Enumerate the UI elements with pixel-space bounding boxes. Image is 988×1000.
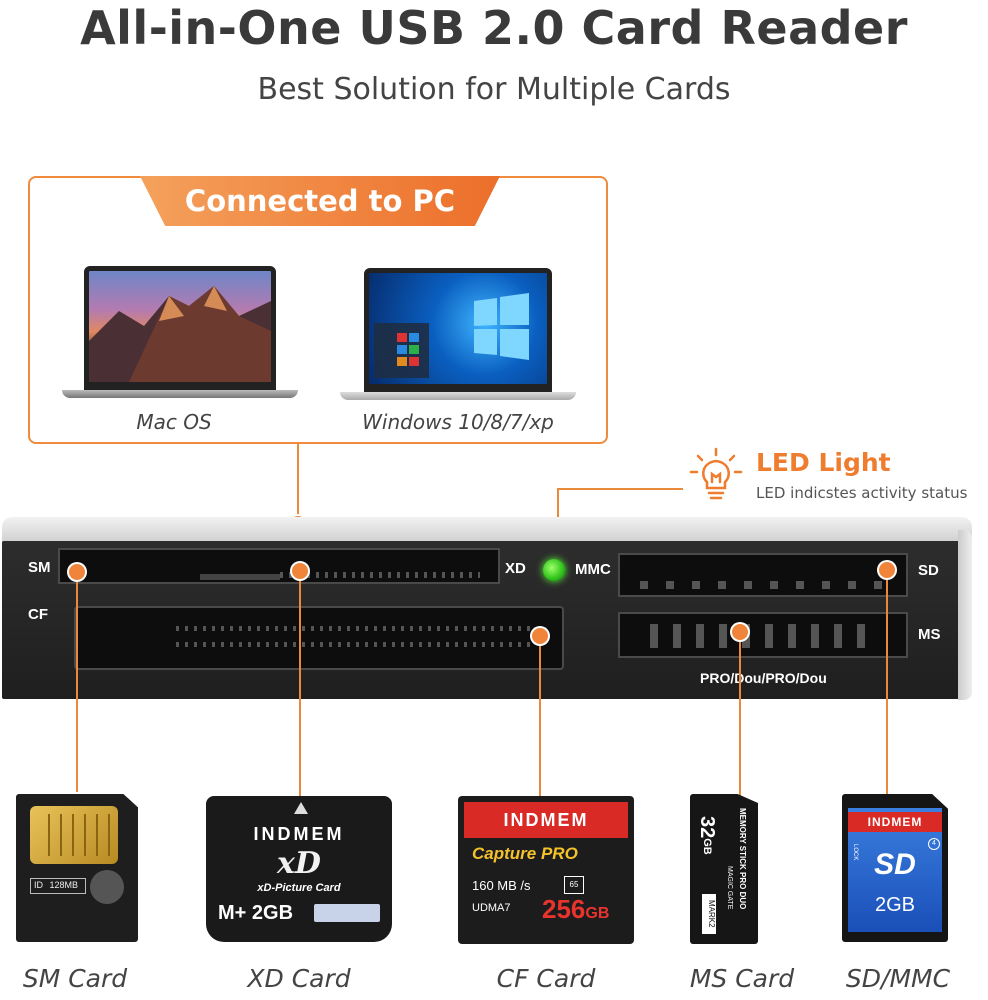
xd-callout-line	[299, 572, 301, 798]
sd-card-capacity: 2GB	[874, 894, 916, 916]
sm-callout-dot	[69, 564, 85, 580]
page-title: All-in-One USB 2.0 Card Reader	[80, 1, 908, 55]
ms-card-name: MEMORY STICK PRO DUO	[738, 808, 747, 910]
sd-slot-label: SD	[918, 562, 939, 579]
ms-types-label: PRO/Dou/PRO/Dou	[700, 670, 827, 686]
sd-slot[interactable]	[618, 553, 908, 597]
cf-card-speed: 160 MB /s	[472, 878, 531, 893]
xd-card-capacity: M+ 2GB	[218, 902, 294, 924]
pc-connector-line	[297, 444, 299, 522]
xd-card-image: INDMEM xD xD-Picture Card M+ 2GB	[206, 796, 392, 942]
card-reader-top-edge	[2, 517, 972, 543]
ms-card-capacity: 32	[696, 816, 718, 839]
windows-os-label: Windows 10/8/7/xp	[362, 410, 554, 434]
mac-screen	[84, 266, 276, 390]
sd-card-lock: LOCK	[852, 844, 858, 861]
sm-callout-line	[76, 572, 78, 792]
cf-card-capacity: 256	[542, 894, 586, 924]
cf-card-unit: GB	[585, 905, 610, 922]
mac-laptop-image	[62, 266, 298, 402]
ms-card-gate: MAGIC GATE	[726, 866, 733, 910]
xd-card-brand: INDMEM	[253, 824, 345, 844]
activity-led	[543, 559, 565, 581]
cf-callout-dot	[532, 628, 548, 644]
connected-to-pc-tab: Connected to PC	[140, 176, 500, 226]
xd-card-logo: xD	[277, 846, 321, 881]
sd-card-image: INDMEM 4 LOCK SD 2GB	[842, 794, 948, 942]
ms-card-unit: GB	[701, 838, 713, 855]
ms-slot[interactable]	[618, 612, 908, 658]
cf-slot-label: CF	[28, 606, 48, 623]
sm-card-label: SM Card	[22, 964, 128, 993]
cf-card-image: INDMEM Capture PRO 160 MB /s 65 UDMA7 25…	[458, 796, 634, 944]
sd-callout-line	[886, 570, 888, 796]
ms-card-mark: MARK2	[702, 894, 716, 934]
cf-card-series: Capture PRO	[472, 844, 578, 863]
xd-card-label: XD Card	[247, 964, 351, 993]
xd-card-name: xD-Picture Card	[257, 882, 341, 894]
cf-slot[interactable]	[74, 606, 564, 670]
cf-card-label: CF Card	[496, 964, 596, 993]
led-callout-line-v	[557, 488, 559, 542]
xd-callout-dot	[292, 563, 308, 579]
sm-card-id-text: ID	[34, 880, 43, 890]
ms-slot-label: MS	[918, 626, 941, 643]
sm-card-image: ID 128MB	[16, 794, 138, 942]
sd-card-brand: INDMEM	[867, 815, 923, 829]
cf-callout-line	[539, 636, 541, 796]
ms-callout-dot	[732, 624, 748, 640]
ms-callout-line	[739, 632, 741, 796]
led-light-title: LED Light	[756, 448, 891, 477]
sm-card-capacity-text: 128MB	[49, 880, 79, 890]
sd-card-class: 4	[928, 838, 940, 850]
sd-callout-dot	[879, 562, 895, 578]
page-subtitle: Best Solution for Multiple Cards	[257, 72, 731, 107]
led-callout-line-h	[557, 488, 683, 490]
sd-card-label: SD/MMC	[845, 964, 951, 993]
sm-xd-slot[interactable]	[58, 548, 500, 584]
cf-card-badge: 65	[564, 876, 584, 894]
lightbulb-icon	[689, 447, 743, 500]
cf-card-brand: INDMEM	[503, 810, 589, 830]
ms-card-image: 32GB MARK2 MEMORY STICK PRO DUO MAGIC GA…	[690, 794, 758, 944]
windows-screen	[364, 268, 552, 392]
sm-slot-label: SM	[28, 559, 51, 576]
ms-card-label: MS Card	[689, 964, 795, 993]
xd-slot-label: XD	[505, 560, 526, 577]
sd-card-logo: SD	[874, 848, 916, 881]
led-light-description: LED indicstes activity status	[756, 484, 968, 502]
mac-os-label: Mac OS	[136, 410, 212, 434]
mmc-slot-label: MMC	[575, 561, 611, 578]
windows-laptop-image	[340, 268, 576, 402]
cf-card-udma: UDMA7	[472, 902, 511, 914]
card-reader-side-edge	[958, 530, 972, 700]
